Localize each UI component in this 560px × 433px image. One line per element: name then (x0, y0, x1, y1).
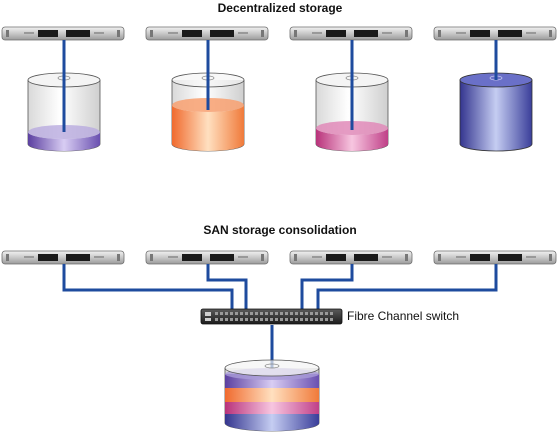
storage-cylinder-4 (459, 72, 533, 152)
san-server-2-rack (145, 250, 269, 265)
san-server-3-rack (289, 250, 413, 265)
server-1-rack (1, 26, 125, 41)
decentralized-title: Decentralized storage (217, 1, 343, 15)
san-title: SAN storage consolidation (203, 223, 357, 237)
switch-label: Fibre Channel switch (347, 309, 460, 323)
san-cables (62, 264, 498, 378)
server-3-rack (289, 26, 413, 41)
consolidated-storage-cylinder (224, 359, 320, 432)
server-2-rack (145, 26, 269, 41)
san-server-4-rack (433, 250, 557, 265)
san-server-1-rack (1, 250, 125, 265)
storage-cylinder-2 (171, 72, 245, 152)
fibre-channel-switch (200, 308, 343, 325)
server-4-rack (433, 26, 557, 41)
decentralized-cables (62, 40, 498, 132)
